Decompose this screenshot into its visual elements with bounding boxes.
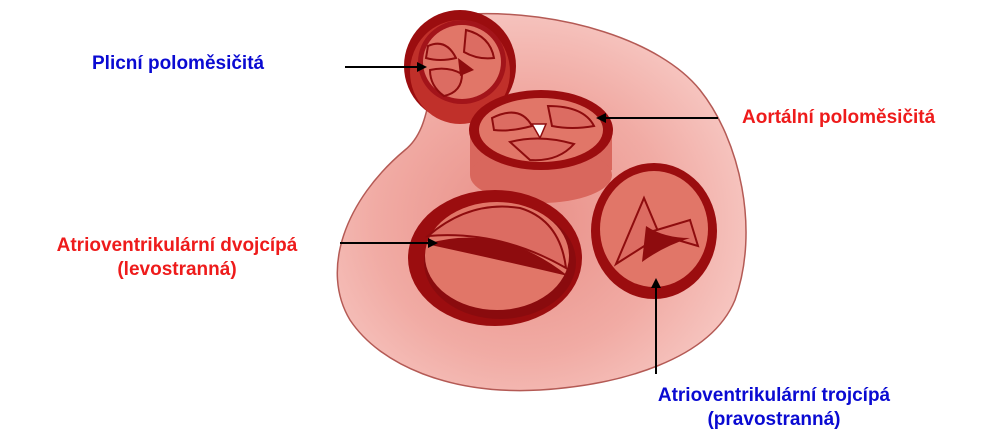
tricuspid-valve-label-line2: (pravostranná) (628, 408, 920, 432)
aortic-valve-label: Aortální poloměsičitá (742, 106, 935, 130)
mitral-valve-label-line2: (levostranná) (14, 258, 340, 282)
mitral-valve-label: Atrioventrikulární dvojcípá (levostranná… (14, 234, 340, 282)
tricuspid-valve (591, 163, 717, 299)
mitral-valve (408, 190, 582, 326)
pulmonary-valve-label: Plicní poloměsičitá (92, 52, 264, 76)
tricuspid-valve-label: Atrioventrikulární trojcípá (pravostrann… (628, 384, 920, 432)
aortic-valve (469, 90, 613, 203)
aortic-valve-label-text: Aortální poloměsičitá (742, 106, 935, 130)
pulmonary-valve-label-text: Plicní poloměsičitá (92, 52, 264, 76)
mitral-valve-label-line1: Atrioventrikulární dvojcípá (14, 234, 340, 258)
tricuspid-valve-label-line1: Atrioventrikulární trojcípá (628, 384, 920, 408)
